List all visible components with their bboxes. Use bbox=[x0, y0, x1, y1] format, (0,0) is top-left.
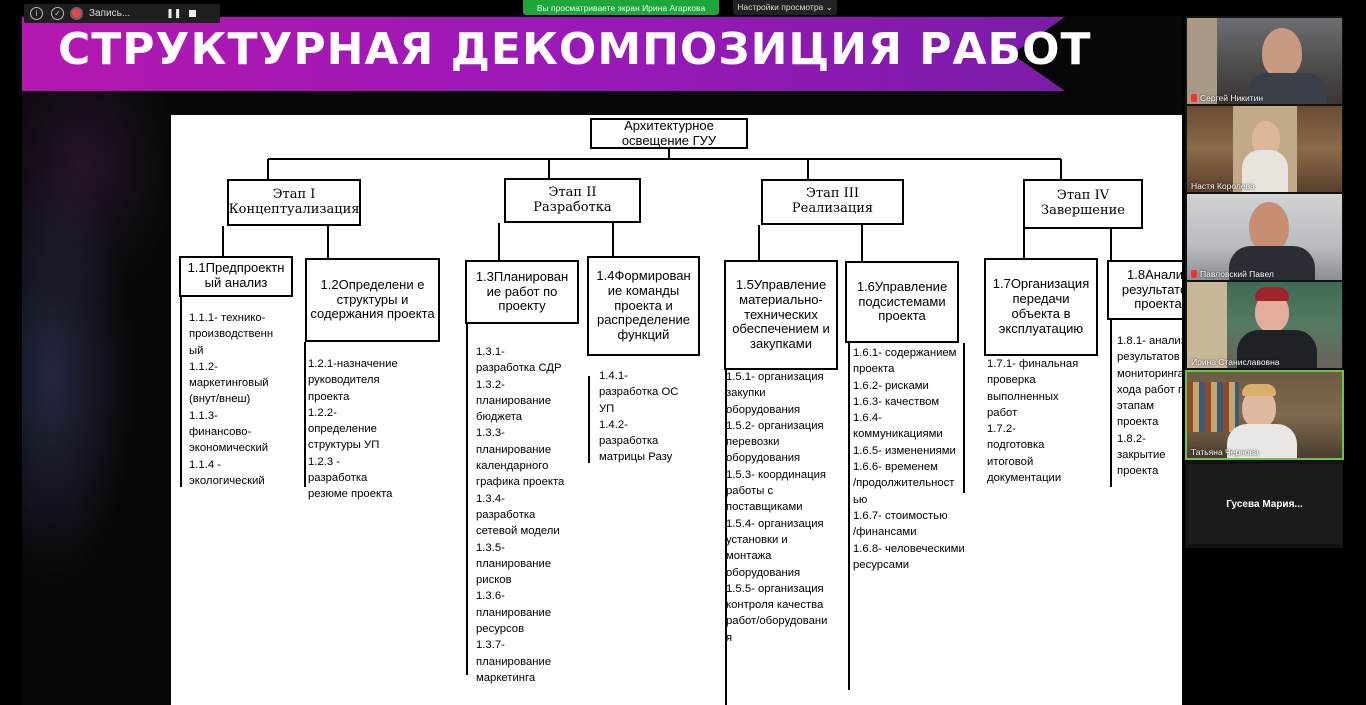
video-background bbox=[1187, 382, 1239, 432]
participant-video-hair bbox=[1255, 287, 1289, 301]
viewing-screen-banner: Вы просматриваете экран Ирина Агаркова bbox=[523, 0, 719, 15]
participant-tile[interactable]: Настя Королева bbox=[1187, 106, 1342, 192]
package-1-1-box: 1.1Предпроектн ый анализ bbox=[179, 256, 293, 297]
stage-2-name: Разработка bbox=[533, 199, 612, 215]
participant-tile-active-speaker[interactable]: Татьяна Чернова bbox=[1185, 370, 1344, 460]
package-1-2-items: 1.2.1-назначение руководителя проекта 1.… bbox=[308, 358, 398, 501]
participant-video-body bbox=[1227, 424, 1297, 458]
package-1-3-items: 1.3.1- разработка СДР 1.3.2- планировани… bbox=[476, 346, 565, 684]
stage-3-number: Этап III bbox=[805, 186, 860, 202]
stage-3-box: Этап III Реализация bbox=[761, 179, 904, 225]
participant-tile[interactable]: Ирина Станиславовна bbox=[1187, 282, 1342, 368]
stage-1-number: Этап I bbox=[272, 186, 316, 202]
stop-recording-icon[interactable] bbox=[189, 10, 197, 17]
package-1-5-box: 1.5Управление материально-технических об… bbox=[724, 260, 838, 370]
package-1-6-items: 1.6.1- содержанием проекта 1.6.2- рискам… bbox=[853, 347, 965, 571]
stage-3-name: Реализация bbox=[791, 201, 874, 216]
package-1-8-box: 1.8Анализ результатов проекта bbox=[1107, 260, 1182, 320]
video-background bbox=[1187, 282, 1227, 368]
stage-1-box: Этап I Концептуализация bbox=[227, 179, 361, 226]
package-1-4-box: 1.4Формирован ие команды проекта и распр… bbox=[587, 256, 700, 356]
package-1-3-box: 1.3Планирован ие работ по проекту bbox=[465, 260, 579, 324]
stage-1-name: Концептуализация bbox=[228, 201, 360, 217]
participant-video-body bbox=[1242, 150, 1288, 192]
stage-2-number: Этап II bbox=[548, 184, 597, 200]
slide-title: СТРУКТУРНАЯ ДЕКОМПОЗИЦИЯ РАБОТ bbox=[58, 24, 1092, 75]
muted-mic-icon bbox=[1191, 270, 1197, 278]
participant-name: Гусева Мария... bbox=[1226, 498, 1303, 510]
muted-mic-icon bbox=[1191, 94, 1197, 102]
recording-label: Запись... bbox=[89, 8, 131, 19]
meeting-toolbar-mini: i ✓ Запись... ❚❚ bbox=[24, 4, 220, 23]
participant-video-body bbox=[1237, 330, 1317, 368]
participant-name: Павловский Павел bbox=[1191, 269, 1274, 279]
wbs-connector-lines bbox=[180, 149, 1112, 705]
video-background bbox=[1187, 18, 1217, 104]
package-1-6-box: 1.6Управление подсистемами проекта bbox=[845, 261, 959, 343]
participant-video-hair bbox=[1242, 384, 1276, 396]
participant-video-face bbox=[1249, 202, 1289, 252]
package-1-8-items: 1.8.1- анализ результатов мониторинга хо… bbox=[1117, 335, 1182, 478]
participant-tile-no-video[interactable]: Гусева Мария... bbox=[1187, 464, 1342, 544]
wbs-chart: Архитектурное освещение ГУУ Этап I Конце… bbox=[171, 115, 1182, 705]
participant-video-face bbox=[1262, 28, 1302, 78]
wbs-root-box: Архитектурное освещение ГУУ bbox=[590, 118, 748, 149]
participant-tile[interactable]: Павловский Павел bbox=[1187, 194, 1342, 280]
package-1-7-box: 1.7Организация передачи объекта в эксплу… bbox=[984, 258, 1098, 356]
shared-screen: СТРУКТУРНАЯ ДЕКОМПОЗИЦИЯ РАБОТ bbox=[22, 16, 1182, 705]
shield-icon[interactable]: ✓ bbox=[51, 7, 64, 20]
stage-4-box: Этап IV Завершение bbox=[1023, 179, 1143, 229]
stage-4-number: Этап IV bbox=[1056, 188, 1110, 204]
participant-video-body bbox=[1247, 73, 1327, 104]
stage-4-name: Завершение bbox=[1041, 203, 1125, 218]
title-banner bbox=[22, 17, 1065, 91]
participant-tile[interactable]: Сергей Никитин bbox=[1187, 18, 1342, 104]
package-1-1-items: 1.1.1- технико- производственн ый 1.1.2-… bbox=[189, 312, 274, 487]
package-1-4-items: 1.4.1- разработка ОС УП 1.4.2- разработк… bbox=[599, 370, 679, 464]
participant-name: Настя Королева bbox=[1191, 181, 1255, 191]
package-1-7-items: 1.7.1- финальная проверка выполненных ра… bbox=[987, 358, 1079, 485]
package-1-2-box: 1.2Определени е структуры и содержания п… bbox=[305, 258, 440, 342]
participant-video-body bbox=[1229, 246, 1315, 280]
info-icon[interactable]: i bbox=[30, 7, 43, 20]
pause-recording-icon[interactable]: ❚❚ bbox=[166, 8, 182, 18]
participant-name: Сергей Никитин bbox=[1191, 93, 1263, 103]
participant-name: Ирина Станиславовна bbox=[1191, 357, 1280, 367]
recording-icon bbox=[72, 9, 81, 18]
stage-2-box: Этап II Разработка bbox=[504, 178, 641, 223]
view-options-button[interactable]: Настройки просмотра ⌄ bbox=[733, 0, 837, 15]
participants-panel: Сергей Никитин Настя Королева Павловский… bbox=[1185, 16, 1344, 548]
participant-name: Татьяна Чернова bbox=[1191, 447, 1259, 457]
package-1-5-items: 1.5.1- организация закупки оборудования … bbox=[726, 371, 828, 644]
